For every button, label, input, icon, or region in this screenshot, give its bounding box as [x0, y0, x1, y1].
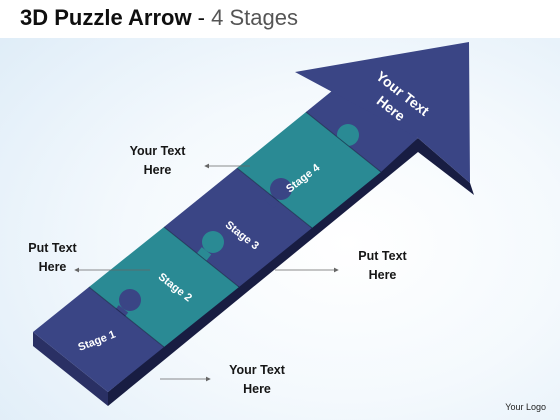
seam-line [88, 286, 165, 348]
puzzle-knob-neck [196, 247, 212, 261]
callout-top-left-line2: Here [143, 163, 172, 177]
callout-bottom-line1: Your Text [229, 363, 285, 377]
callout-middle-right: Put Text Here [345, 247, 420, 285]
callout-top-left: Your Text Here [120, 142, 195, 180]
title-main: 3D Puzzle Arrow [20, 5, 192, 30]
arrow-shaft-top [306, 82, 418, 172]
callout-middle-left: Put Text Here [15, 239, 90, 277]
arrow-head [295, 42, 470, 183]
logo-text: Your Logo [505, 402, 546, 412]
puzzle-knob [270, 178, 292, 200]
title-subtitle: 4 Stages [211, 5, 298, 30]
stage-3-block [164, 168, 312, 287]
puzzle-knob-neck [264, 194, 280, 208]
stage-4-block [237, 112, 381, 228]
callout-middle-left-line1: Put Text [28, 241, 77, 255]
seam-line [305, 111, 382, 173]
arrow-side-face [108, 138, 418, 406]
puzzle-knob-neck [331, 140, 347, 154]
stage-1-block [33, 287, 164, 392]
callout-middle-left-line2: Here [38, 260, 67, 274]
seam-line [163, 226, 240, 288]
callout-middle-right-line2: Here [368, 268, 397, 282]
callout-bottom: Your Text Here [218, 361, 296, 399]
arrow-head-side [418, 138, 474, 195]
puzzle-knob [202, 231, 224, 253]
arrow-end-face [33, 332, 108, 406]
title-bar [0, 0, 560, 38]
puzzle-knob [337, 124, 359, 146]
page-title: 3D Puzzle Arrow - 4 Stages [20, 5, 298, 31]
callout-middle-right-line1: Put Text [358, 249, 407, 263]
seam-line [236, 167, 313, 229]
puzzle-knob [119, 289, 141, 311]
title-separator: - [191, 5, 212, 30]
callout-bottom-line2: Here [243, 382, 271, 396]
callout-top-left-line1: Your Text [129, 144, 186, 158]
